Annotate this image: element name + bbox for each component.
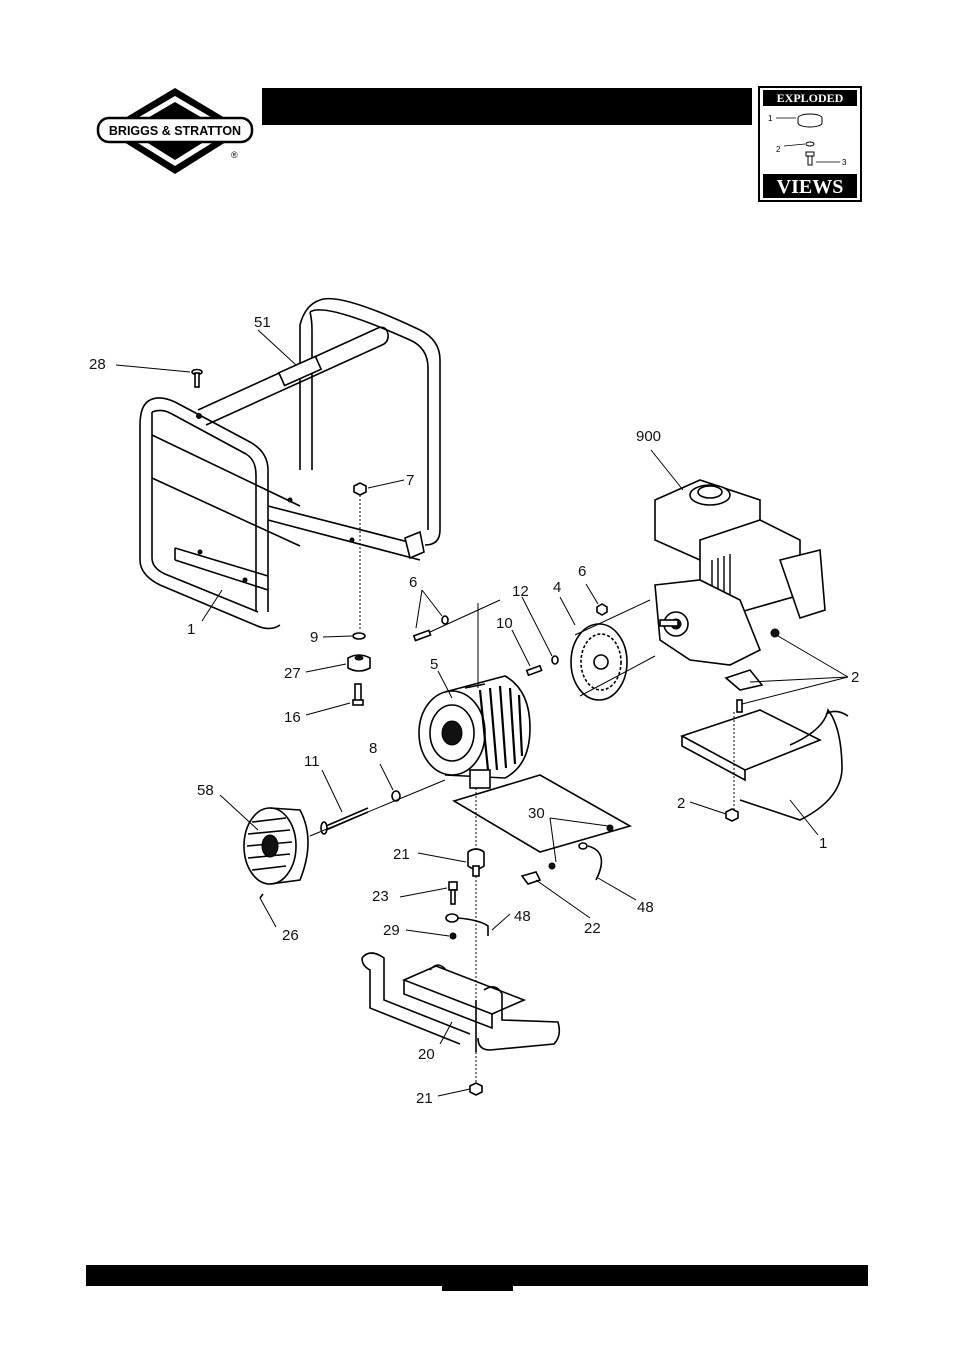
ground-hardware	[446, 882, 488, 939]
callout-7: 7	[406, 472, 414, 489]
callout-2-engine: 2	[851, 669, 859, 686]
engine-adapter-4	[571, 600, 655, 700]
badge-callout-3: 3	[842, 158, 847, 167]
footer-bar-left	[86, 1265, 442, 1286]
footer-bar-right	[513, 1265, 868, 1286]
callout-10: 10	[496, 615, 513, 632]
badge-top-word: EXPLODED	[777, 91, 844, 105]
exploded-parts-diagram: 28 51 7 1 9 27 16 6 5 12 10 4 6 900 2 2 …	[0, 280, 954, 1120]
callout-20: 20	[418, 1046, 435, 1063]
vibration-mount-21	[468, 849, 484, 876]
exploded-views-badge: EXPLODED VIEWS 1 2 3	[758, 86, 862, 202]
badge-callout-2: 2	[776, 145, 781, 154]
callout-30: 30	[528, 805, 545, 822]
rear-end-cover-58	[244, 808, 308, 898]
callout-12: 12	[512, 583, 529, 600]
brand-logo: BRIGGS & STRATTON ®	[95, 86, 255, 178]
callout-8: 8	[369, 740, 377, 757]
callout-22: 22	[584, 920, 601, 937]
callout-21-top: 21	[393, 846, 410, 863]
registered-mark: ®	[231, 150, 238, 160]
badge-bottom-word: VIEWS	[777, 176, 844, 198]
callout-23: 23	[372, 888, 389, 905]
callout-27: 27	[284, 665, 301, 682]
callout-58: 58	[197, 782, 214, 799]
frame-rail-right	[682, 710, 848, 821]
callout-26: 26	[282, 927, 299, 944]
callout-16: 16	[284, 709, 301, 726]
callout-900: 900	[636, 428, 661, 445]
callout-4: 4	[553, 579, 561, 596]
generator-frame-lower	[362, 953, 559, 1095]
brand-logo-text: BRIGGS & STRATTON	[109, 124, 241, 138]
footer-page-tab	[442, 1265, 513, 1291]
callout-48-left: 48	[514, 908, 531, 925]
callout-21-bottom: 21	[416, 1090, 433, 1107]
frame-bolt-28	[192, 370, 202, 388]
callout-5: 5	[430, 656, 438, 673]
callout-11: 11	[304, 753, 320, 770]
mount-hardware-stack	[348, 483, 370, 705]
callout-28: 28	[89, 356, 106, 373]
alternator-stator-5	[419, 676, 530, 788]
callout-1-rail: 1	[819, 835, 827, 852]
callout-6-right: 6	[578, 563, 586, 580]
callout-29: 29	[383, 922, 400, 939]
generator-frame-upper	[140, 299, 440, 629]
header-title-bar	[262, 88, 752, 125]
callout-2-rail: 2	[677, 795, 685, 812]
callout-6-left: 6	[409, 574, 417, 591]
callout-51: 51	[254, 314, 271, 331]
engine-900	[655, 480, 825, 712]
callout-1-frame-upper: 1	[187, 621, 195, 638]
callout-48-right: 48	[637, 899, 654, 916]
badge-callout-1: 1	[768, 114, 773, 123]
callout-9: 9	[310, 629, 318, 646]
